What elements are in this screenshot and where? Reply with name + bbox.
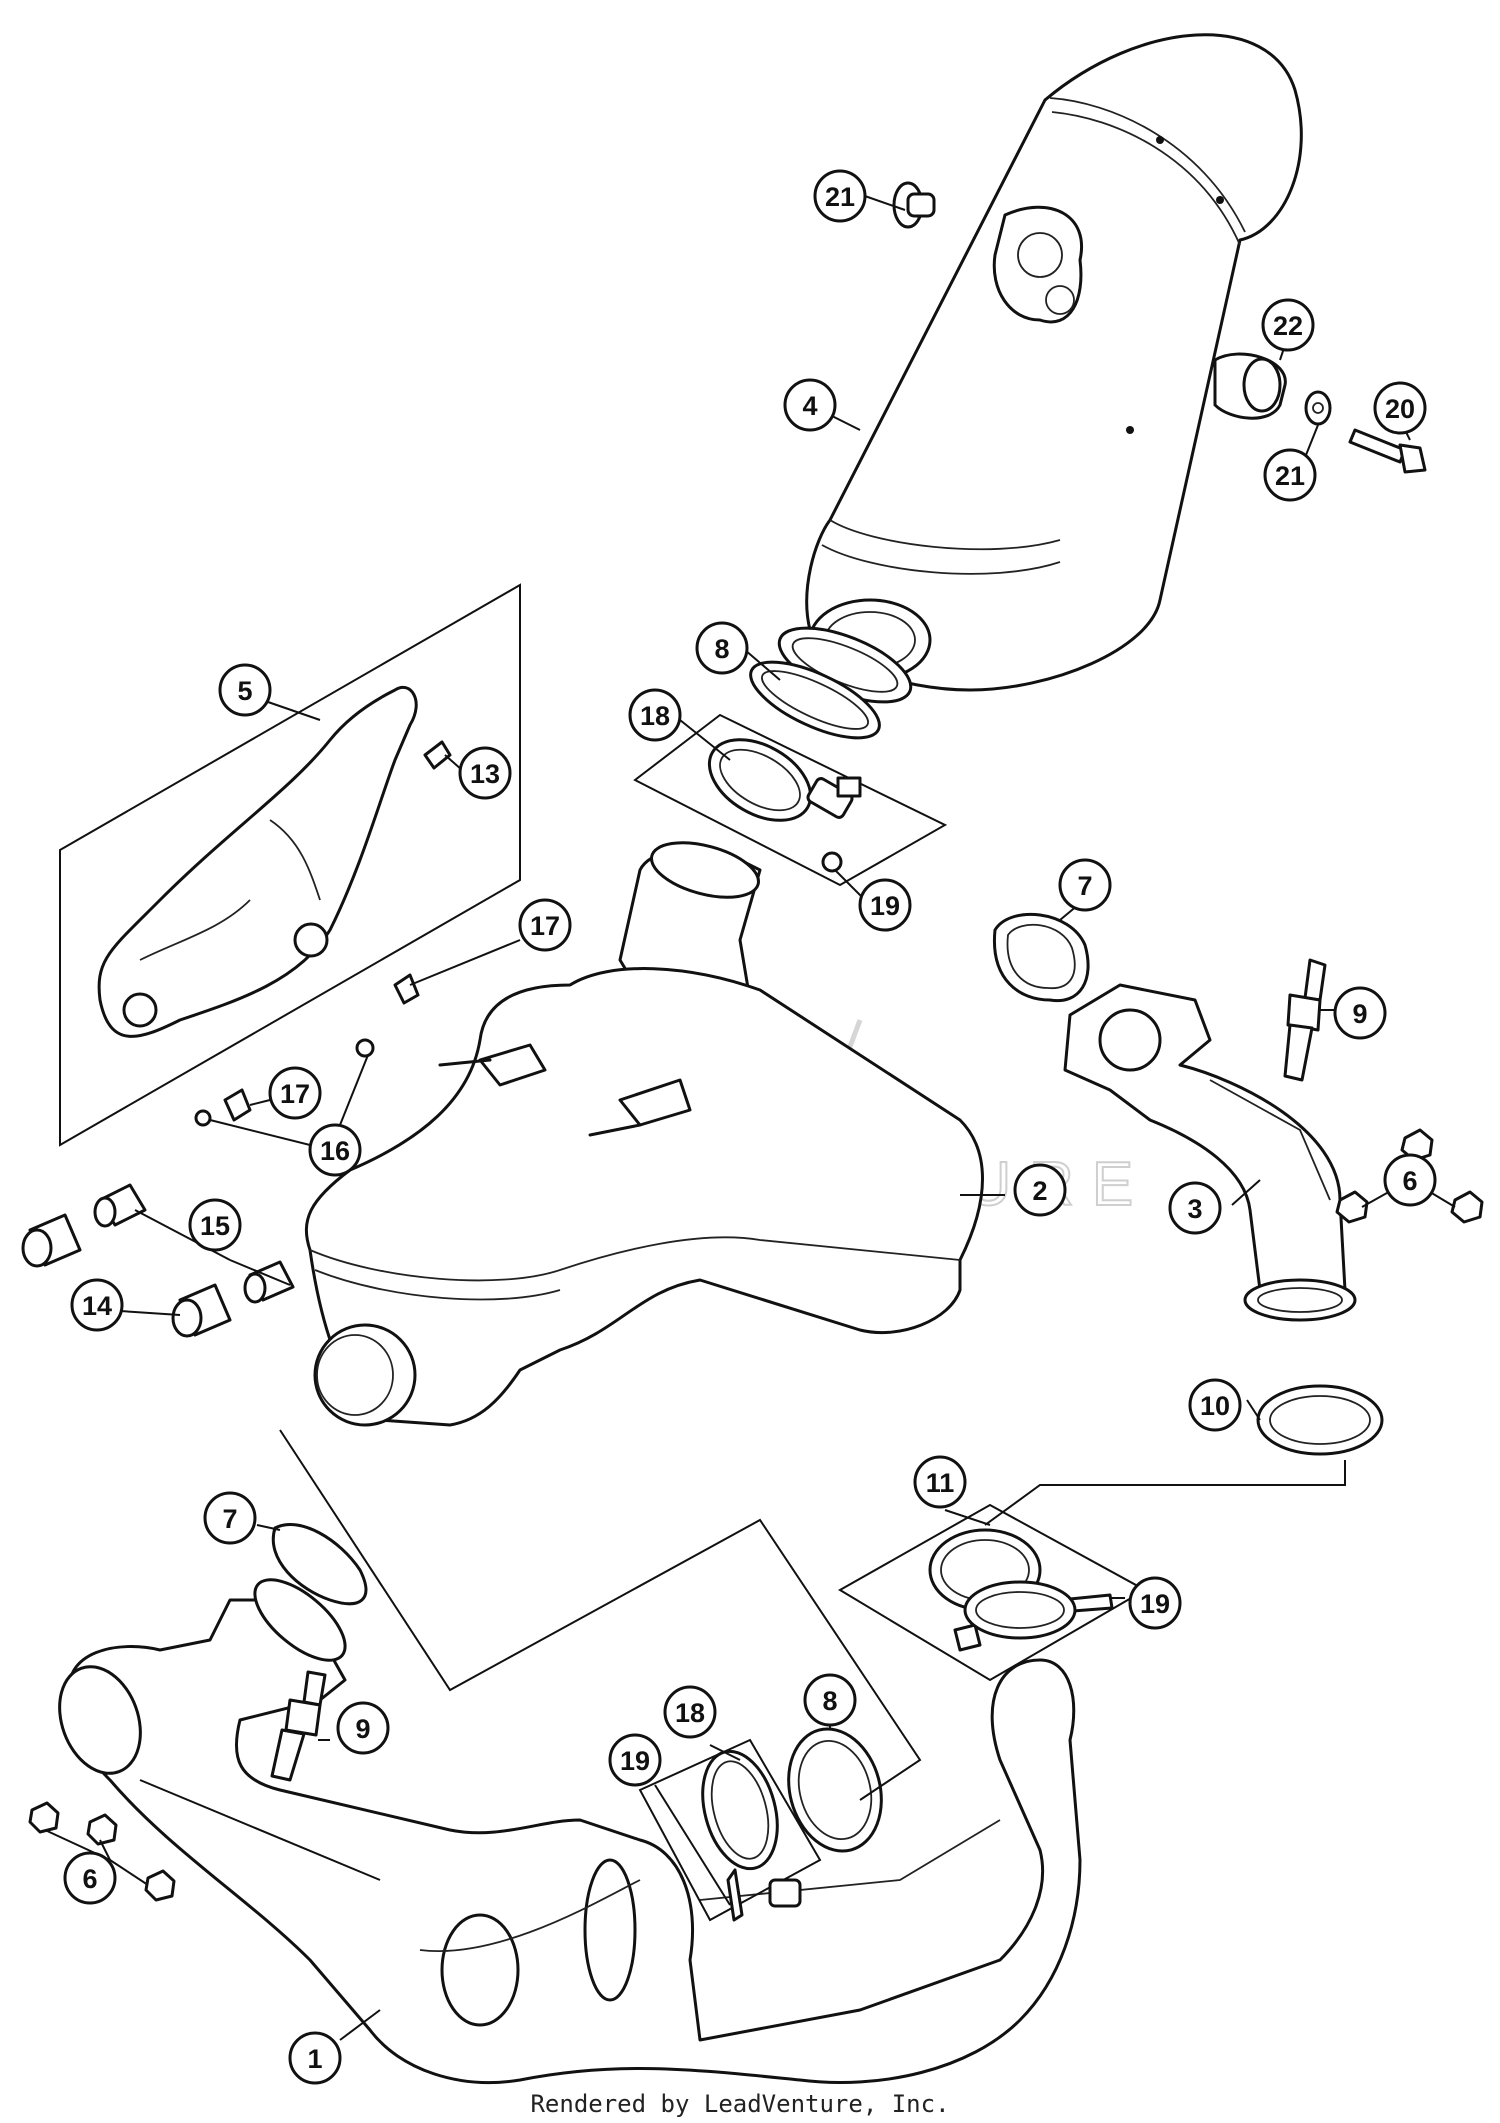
callout-6-left: 6 <box>63 1851 117 1905</box>
callout-4: 4 <box>783 378 837 432</box>
svg-text:19: 19 <box>1140 1589 1170 1619</box>
callout-19-bottom: 19 <box>608 1733 662 1787</box>
bolt-part-20 <box>1348 428 1427 474</box>
svg-text:17: 17 <box>280 1079 310 1109</box>
svg-text:6: 6 <box>82 1864 97 1894</box>
heat-shield-group-part-5 <box>59 583 521 1147</box>
nuts-part-6-left <box>28 1801 176 1902</box>
gasket-ring-part-8-bottom <box>787 1727 883 1853</box>
svg-text:9: 9 <box>355 1714 370 1744</box>
svg-text:10: 10 <box>1200 1391 1230 1421</box>
svg-text:21: 21 <box>825 182 855 212</box>
callout-18-bottom: 18 <box>663 1685 717 1739</box>
gasket-ring-part-8-top <box>749 660 881 740</box>
grommet-part-21-top <box>892 181 936 229</box>
silencer-outlet-ring <box>777 626 913 704</box>
svg-text:8: 8 <box>714 634 729 664</box>
callout-20: 20 <box>1373 381 1427 435</box>
callout-9-right: 9 <box>1333 986 1387 1040</box>
washer-part-21-right <box>1304 390 1332 426</box>
callout-22: 22 <box>1261 298 1315 352</box>
callout-6-right: 6 <box>1383 1153 1437 1207</box>
svg-text:9: 9 <box>1352 999 1367 1029</box>
clamp-group-part-18-top <box>633 713 948 887</box>
svg-text:7: 7 <box>1077 871 1092 901</box>
svg-text:14: 14 <box>82 1291 112 1321</box>
svg-text:2: 2 <box>1032 1176 1047 1206</box>
svg-text:3: 3 <box>1187 1194 1202 1224</box>
svg-text:20: 20 <box>1385 394 1415 424</box>
callout-18-top: 18 <box>628 688 682 742</box>
callout-3: 3 <box>1168 1181 1222 1235</box>
svg-text:19: 19 <box>620 1746 650 1776</box>
muffler-box-part-2 <box>304 841 984 1427</box>
callout-14: 14 <box>70 1278 124 1332</box>
svg-text:22: 22 <box>1273 311 1303 341</box>
callout-8-top: 8 <box>695 621 749 675</box>
svg-text:18: 18 <box>675 1698 705 1728</box>
svg-text:19: 19 <box>870 891 900 921</box>
rubber-mount-part-22 <box>1213 352 1287 420</box>
svg-text:4: 4 <box>802 391 817 421</box>
header-pipes-part-1 <box>58 1578 1082 2084</box>
callout-19-right: 19 <box>1128 1576 1182 1630</box>
svg-text:7: 7 <box>222 1504 237 1534</box>
svg-text:5: 5 <box>237 676 252 706</box>
callout-19-top: 19 <box>858 878 912 932</box>
callout-5: 5 <box>218 663 272 717</box>
svg-text:8: 8 <box>822 1686 837 1716</box>
clamp-group-part-18-bottom <box>638 1738 822 1922</box>
svg-text:17: 17 <box>530 911 560 941</box>
svg-text:16: 16 <box>320 1136 350 1166</box>
callout-7-right: 7 <box>1058 858 1112 912</box>
svg-text:1: 1 <box>307 2044 322 2074</box>
svg-text:15: 15 <box>200 1211 230 1241</box>
callout-2: 2 <box>1013 1163 1067 1217</box>
callout-13: 13 <box>458 746 512 800</box>
callout-21-right: 21 <box>1263 448 1317 502</box>
callout-11: 11 <box>913 1455 967 1509</box>
svg-text:11: 11 <box>926 1468 955 1498</box>
svg-text:21: 21 <box>1275 461 1305 491</box>
callout-10: 10 <box>1188 1378 1242 1432</box>
svg-text:6: 6 <box>1402 1166 1417 1196</box>
spacers-part-15 <box>93 1183 295 1304</box>
callout-1: 1 <box>288 2031 342 2085</box>
callout-21-top: 21 <box>813 169 867 223</box>
footer-credit: Rendered by LeadVenture, Inc. <box>530 2090 949 2118</box>
callout-16: 16 <box>308 1123 362 1177</box>
gasket-part-7-right <box>992 912 1090 1003</box>
assembly-guide-lines <box>139 1429 1346 1881</box>
svg-text:13: 13 <box>470 759 500 789</box>
nuts-part-6-right <box>1335 1128 1484 1224</box>
callout-17-left: 17 <box>268 1066 322 1120</box>
rubber-bushings-part-14 <box>21 1213 232 1338</box>
gasket-part-7-left <box>271 1522 368 1606</box>
callout-15: 15 <box>188 1198 242 1252</box>
svg-text:18: 18 <box>640 701 670 731</box>
gasket-ring-part-10 <box>1256 1384 1384 1456</box>
callout-7-left: 7 <box>203 1491 257 1545</box>
callout-9-left: 9 <box>336 1701 390 1755</box>
link-pipe-part-3 <box>1063 983 1357 1322</box>
oxygen-sensor-part-9-left <box>270 1670 327 1782</box>
callout-17-top: 17 <box>518 898 572 952</box>
callout-8-bottom: 8 <box>803 1673 857 1727</box>
oxygen-sensor-part-9-right <box>1283 958 1327 1082</box>
